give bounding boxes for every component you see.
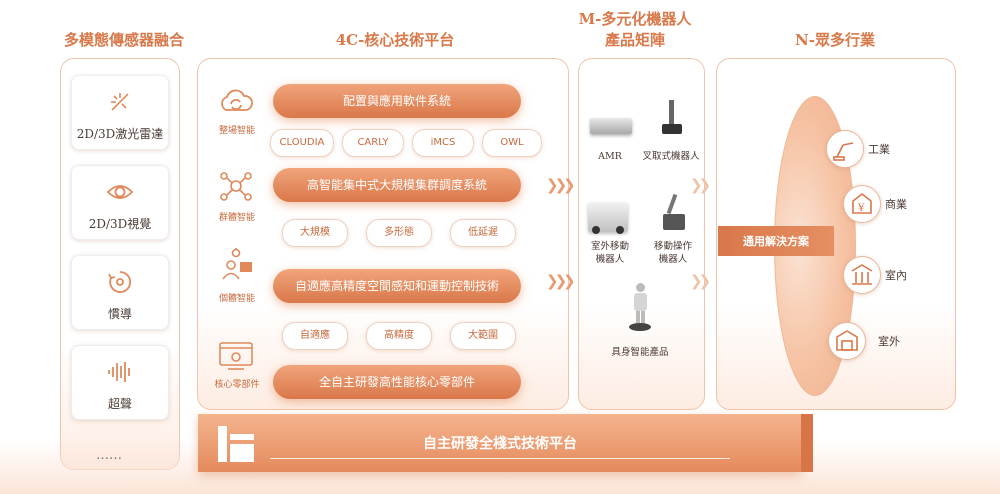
industry-label-indoor: 室內 [885,269,907,282]
sensor-card-lidar: 2D/3D激光雷達 [71,75,169,150]
side-label-group: 群體智能 [218,213,255,223]
tag-high-precision: 高精度 [366,322,432,350]
humanoid-robot-image [625,283,655,333]
industries-header: N-眾多行業 [795,31,875,49]
base-platform-side [801,414,813,472]
tag-low-latency: 低延遲 [450,219,516,247]
products-panel [578,58,705,410]
pill-software-system: 配置與應用軟件系統 [273,84,521,118]
forklift-robot-image [660,100,684,136]
mobile-manipulator-image [660,193,688,232]
industry-label-outdoor: 室外 [878,335,900,348]
building-icon [851,264,873,285]
sensor-card-vision: 2D/3D視覺 [71,165,169,240]
product-label-forklift: 叉取式機器人 [642,151,700,162]
sensor-card-inertial: 慣導 [71,255,169,330]
products-header-line2: 產品矩陣 [604,31,665,49]
base-label: 自主研發全棧式技術平台 [423,436,577,452]
robot-arm-icon [833,142,854,161]
tag-wide-range: 大範圍 [450,322,516,350]
network-icon [220,172,252,201]
industry-indoor-circle [843,256,881,294]
sensor-card-ultrasound: 超聲 [71,345,169,420]
cloud-sync-icon [221,89,253,111]
tag-multi-form: 多形態 [366,219,432,247]
platform-header: 4C-核心技術平台 [335,31,455,49]
arrow-chevrons: ❯❯ [690,272,711,290]
eye-icon [106,185,134,199]
side-label-individual: 個體智能 [218,294,255,304]
inertial-icon [108,271,132,293]
product-label-manipulator: 移動操作 機器人 [653,241,692,265]
tag-carly: CARLY [342,129,404,157]
products-header-line1: M-多元化機器人 [578,10,692,28]
industry-outdoor-circle [828,322,866,360]
platform-logo-icon [218,426,254,462]
industry-industrial-circle [826,130,864,168]
product-label-amr: AMR [598,151,622,162]
sensors-header: 多模態傳感器融合 [63,31,184,49]
ultrasound-icon [108,362,130,382]
base-underline [270,458,730,459]
amr-robot-image [590,118,632,134]
tag-adaptive: 自適應 [282,322,348,350]
industry-commercial-circle: ¥ [843,185,881,223]
side-label-field: 整場智能 [218,126,255,136]
arrow-chevrons: ❯❯❯ [546,272,576,290]
shop-icon: ¥ [852,192,872,214]
pill-perception-control: 自適應高精度空間感知和運動控制技術 [273,269,521,303]
lidar-icon [111,93,129,111]
solution-bar [718,226,834,256]
arrow-chevrons: ❯❯❯ [546,176,576,194]
industry-label-industrial: 工業 [868,143,890,156]
pill-core-components: 全自主研發高性能核心零部件 [273,365,521,399]
tag-large-scale: 大規模 [282,219,348,247]
product-label-embodied: 具身智能產品 [611,347,669,358]
solution-label: 通用解決方案 [743,235,809,248]
product-label-outdoor: 室外移動 機器人 [590,241,629,265]
arrow-chevrons: ❯❯ [690,176,711,194]
tag-cloudia: CLOUDIA [270,129,334,157]
tag-owl: OWL [482,129,542,157]
component-icon [219,342,253,370]
base-platform [198,414,801,472]
tag-imcs: iMCS [412,129,474,157]
sensor-label: 超聲 [107,397,132,411]
sensor-label: 2D/3D視覺 [88,217,152,231]
person-idea-icon [222,248,252,280]
svg-text:¥: ¥ [857,203,865,214]
outdoor-robot-image [588,202,628,234]
industry-label-commercial: 商業 [885,198,907,211]
sensor-label: 慣導 [107,307,132,321]
sensor-label: 2D/3D激光雷達 [76,127,164,141]
side-label-component: 核心零部件 [214,380,260,390]
warehouse-icon [836,330,858,351]
pill-fleet-scheduling: 高智能集中式大規模集群調度系統 [273,168,521,202]
